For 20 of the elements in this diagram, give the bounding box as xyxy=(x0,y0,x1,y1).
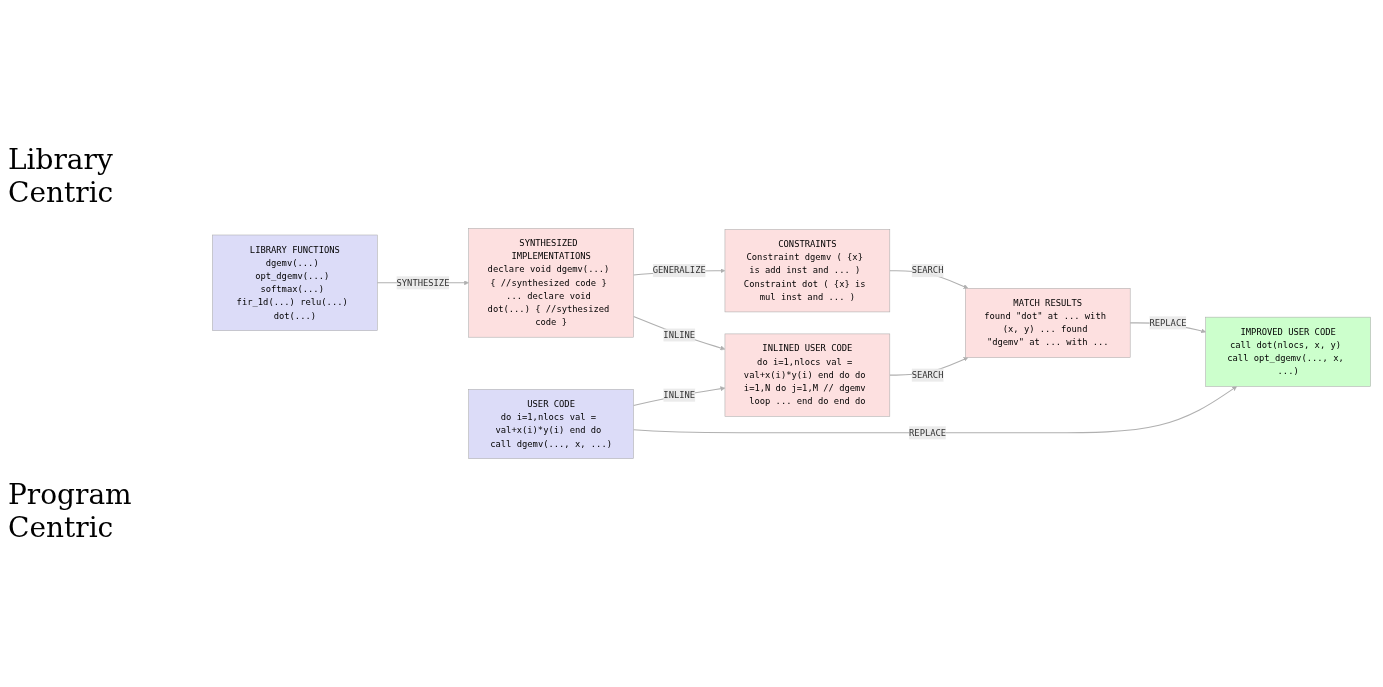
edge-label: SYNTHESIZE xyxy=(396,277,450,288)
node-box: SYNTHESIZED IMPLEMENTATIONS declare void dgemv(...) { //synthesized code } ... declare void dot(...) { //sythesized code } xyxy=(468,228,634,338)
node-box: MATCH RESULTS found "dot" at ... with (x, y) ... found "dgemv" at ... with ... xyxy=(965,288,1131,358)
section-heading: Library Centric xyxy=(8,142,115,209)
node-box: INLINED USER CODE do i=1,nlocs val = val+x(i)*y(i) end do do i=1,N do j=1,M // dgemv loop ... end do end do xyxy=(724,333,891,417)
edge-label: REPLACE xyxy=(1149,317,1187,328)
arrow xyxy=(633,315,726,351)
node-box: IMPROVED USER CODE call dot(nlocs, x, y) call opt_dgemv(..., x, ...) xyxy=(1205,316,1371,387)
edge-label: GENERALIZE xyxy=(652,265,706,276)
edge-label: SEARCH xyxy=(911,369,944,381)
arrow xyxy=(633,386,726,406)
node-box: CONSTRAINTS Constraint dgemv ( {x} is add inst and ... ) Constraint dot ( {x} is mul inst and ... ) xyxy=(724,229,891,313)
arrow xyxy=(633,386,1238,434)
section-heading: Program Centric xyxy=(8,478,133,545)
node-box: LIBRARY FUNCTIONS dgemv(...) opt_dgemv(...) softmax(...) fir_1d(...) relu(...) dot(...) xyxy=(212,234,378,331)
edge-label: REPLACE xyxy=(909,427,947,438)
node-box: USER CODE do i=1,nlocs val = val+x(i)*y(i) end do call dgemv(..., x, ...) xyxy=(468,389,634,459)
edge-label: INLINE xyxy=(663,389,696,401)
edge-label: SEARCH xyxy=(911,265,944,276)
edge-label: INLINE xyxy=(663,329,696,340)
